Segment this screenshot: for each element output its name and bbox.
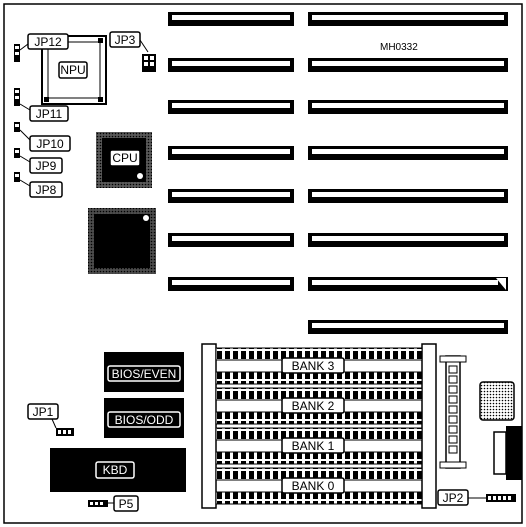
svg-text:JP11: JP11 — [36, 107, 63, 121]
power-connector — [439, 355, 467, 469]
jumper-jp9: JP9 — [14, 148, 63, 174]
npu-label: NPU — [60, 63, 85, 77]
cpu-chip: CPU — [96, 132, 152, 188]
connector-p5: P5 — [88, 495, 139, 512]
bank-2: BANK 2 — [215, 387, 423, 425]
svg-text:BANK 0: BANK 0 — [292, 479, 335, 493]
cpu-label: CPU — [112, 151, 137, 165]
svg-text:JP2: JP2 — [443, 491, 464, 505]
jumper-jp8: JP8 — [14, 172, 63, 198]
svg-text:JP8: JP8 — [36, 183, 57, 197]
expansion-slots-right — [308, 12, 508, 334]
svg-text:JP12: JP12 — [34, 35, 62, 49]
jumper-jp10: JP10 — [14, 122, 71, 152]
kbd-label: KBD — [103, 463, 128, 477]
svg-text:BANK 2: BANK 2 — [292, 399, 335, 413]
jumper-jp11: JP11 — [14, 88, 69, 122]
bios-odd-chip: BIOS/ODD — [104, 398, 184, 438]
bank-3: BANK 3 — [215, 347, 423, 385]
chipset-chip — [88, 208, 156, 274]
keyboard-chip: KBD — [50, 448, 186, 492]
bios-odd-label: BIOS/ODD — [115, 413, 174, 427]
bios-even-label: BIOS/EVEN — [112, 367, 177, 381]
jumper-jp12: JP12 — [14, 33, 69, 62]
bank-1: BANK 1 — [215, 427, 423, 465]
jumper-jp1: JP1 — [27, 403, 74, 436]
battery — [479, 381, 515, 421]
jumper-jp3: JP3 — [109, 31, 156, 72]
svg-text:JP9: JP9 — [36, 159, 57, 173]
svg-text:JP1: JP1 — [33, 405, 54, 419]
npu-socket: NPU — [41, 35, 107, 105]
svg-text:JP3: JP3 — [115, 33, 136, 47]
bank-0: BANK 0 — [215, 467, 423, 505]
svg-text:P5: P5 — [119, 497, 134, 511]
expansion-slots-left — [168, 12, 294, 291]
jumper-jp2: JP2 — [437, 489, 516, 506]
model-code: MH0332 — [380, 42, 418, 53]
svg-text:BANK 1: BANK 1 — [292, 439, 335, 453]
svg-text:JP10: JP10 — [36, 137, 64, 151]
keyboard-connector — [493, 426, 522, 480]
simm-area: BANK 3 BANK 2 BANK 1 BANK 0 — [201, 343, 437, 509]
svg-text:BANK 3: BANK 3 — [292, 359, 335, 373]
bios-even-chip: BIOS/EVEN — [104, 352, 184, 392]
